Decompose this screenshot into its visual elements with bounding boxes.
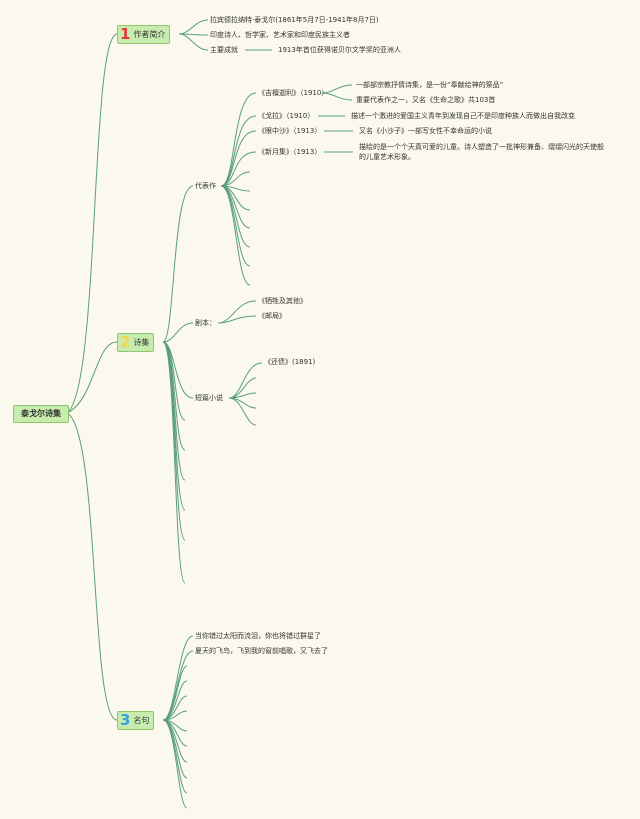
branch-intro[interactable]: 1 作者简介 <box>117 25 171 44</box>
branch-poems[interactable]: 2 诗集 <box>117 333 155 352</box>
sand-desc: 又名《小沙子》一部写女性不幸命运的小说 <box>359 127 492 135</box>
play-1: 《牺牲及其他》 <box>258 297 307 305</box>
plays-label: 剧本： <box>195 319 216 327</box>
number-badge: 3 <box>120 711 131 729</box>
branch-quotes[interactable]: 3 名句 <box>117 711 155 730</box>
achievement-value: 1913年首位获得诺贝尔文学奖的亚洲人 <box>278 46 401 54</box>
sand-title: 《眼中沙》（1913） <box>258 127 322 135</box>
root-node[interactable]: 泰戈尔诗集 <box>13 405 69 423</box>
number-badge: 2 <box>120 333 131 351</box>
achievement-label: 主要成就 <box>210 46 238 54</box>
moon-desc: 描绘的是一个个天真可爱的儿童。诗人塑造了一批神形兼备、熠熠闪光的天使般的儿童艺术… <box>359 143 604 161</box>
author-name: 拉宾德拉纳特·泰戈尔(1861年5月7日-1941年8月7日) <box>210 16 379 24</box>
branch-label: 名句 <box>133 716 150 725</box>
moon-title: 《新月集》（1913） <box>258 148 322 156</box>
gora-desc: 描述一个激进的爱国主义青年到发现自己不是印度种族人而做出自我改变 <box>351 112 575 120</box>
gitanjali-title: 《吉檀迦利》（1910） <box>258 89 329 97</box>
branch-label: 作者简介 <box>133 30 166 39</box>
works-label: 代表作 <box>195 182 216 190</box>
gitanjali-desc-1: 一部部宗教抒情诗集，是一份“奉献给神的祭品” <box>356 81 504 89</box>
gora-title: 《戈拉》（1910） <box>258 112 315 120</box>
number-badge: 1 <box>120 25 131 43</box>
branch-label: 诗集 <box>133 338 150 347</box>
quote-1: 当你错过太阳而流泪，你也将错过群星了 <box>195 632 321 640</box>
quote-2: 夏天的飞鸟，飞到我的窗前唱歌，又飞去了 <box>195 647 328 655</box>
gitanjali-desc-2: 重要代表作之一，又名《生命之歌》共103首 <box>356 96 496 104</box>
stories-label: 短篇小说 <box>195 394 223 402</box>
author-identity: 印度诗人、哲学家、艺术家和印度民族主义者 <box>210 31 350 39</box>
story-1: 《还债》(1891) <box>264 358 316 366</box>
play-2: 《邮局》 <box>258 312 286 320</box>
